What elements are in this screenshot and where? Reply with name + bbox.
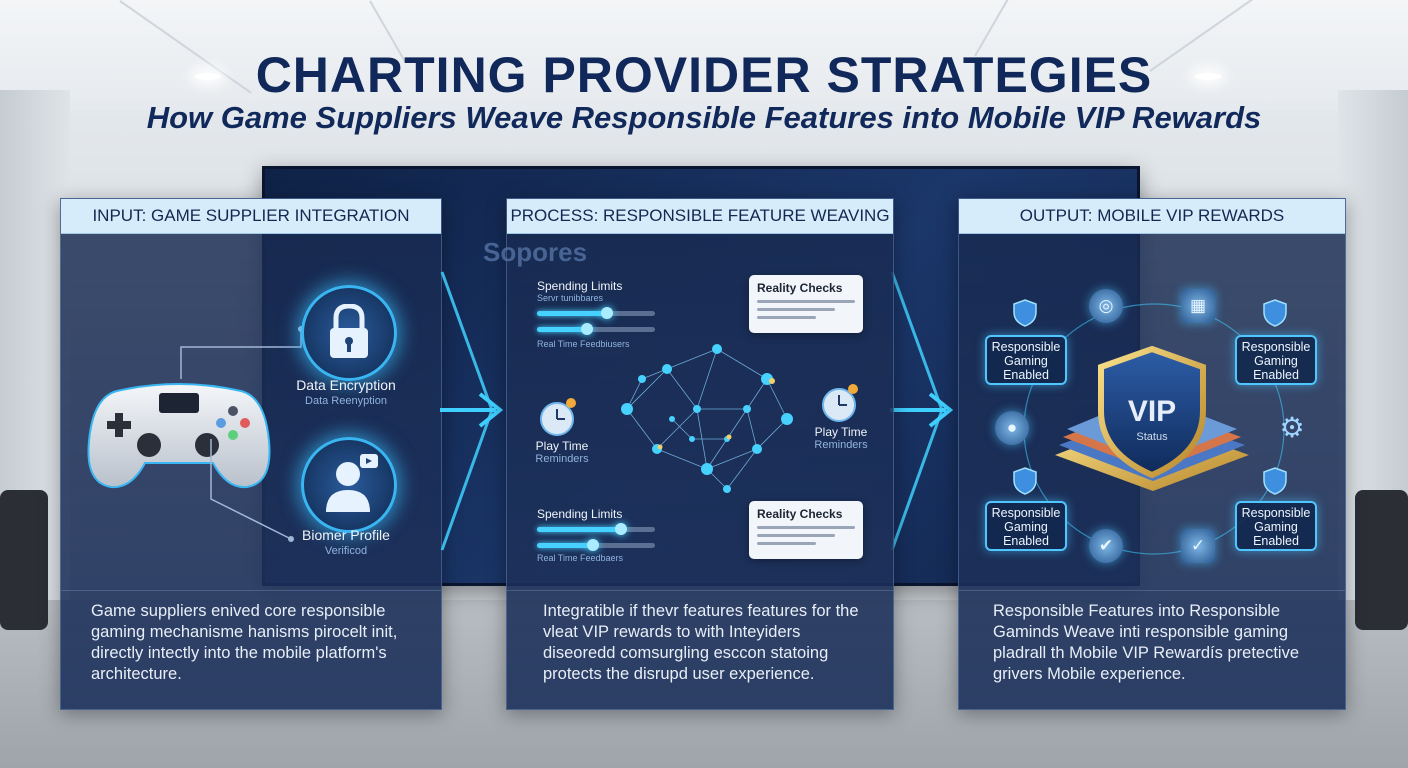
- office-chair: [0, 490, 48, 630]
- arrow-input-to-process: [440, 270, 510, 560]
- spending-limits-bottom-label: Spending Limits: [537, 507, 622, 521]
- check-box-icon: ✓: [1181, 529, 1215, 563]
- output-divider: [959, 590, 1345, 591]
- target-icon: ◎: [1089, 289, 1123, 323]
- play-time-right-label: Play Time: [791, 425, 891, 439]
- spending-slider-3[interactable]: [537, 527, 655, 532]
- calendar-icon: ▦: [1181, 289, 1215, 323]
- reality-check-top-title: Reality Checks: [757, 281, 855, 295]
- user-icon: ●: [995, 411, 1029, 445]
- input-divider: [61, 590, 441, 591]
- clock-icon: [821, 383, 861, 423]
- play-time-left-sub: Reminders: [507, 453, 617, 465]
- process-panel: PROCESS: RESPONSIBLE FEATURE WEAVING Sop…: [506, 198, 894, 710]
- profile-sublabel: Verificod: [261, 545, 431, 557]
- page-title: CHARTING PROVIDER STRATEGIES: [0, 46, 1408, 104]
- output-description: Responsible Features into Responsible Ga…: [993, 601, 1317, 687]
- play-time-right-sub: Reminders: [791, 439, 891, 451]
- lock-icon: [328, 304, 370, 360]
- encryption-label: Data Encryption: [261, 377, 431, 393]
- rg-badge-bottom-right: Responsible Gaming Enabled: [1235, 501, 1317, 551]
- realtime-bottom-label: Real Time Feedbaers: [537, 553, 623, 563]
- spending-limits-top-label: Spending Limits: [537, 279, 622, 293]
- rg-badge-bottom-left: Responsible Gaming Enabled: [985, 501, 1067, 551]
- vip-status-label: Status: [1109, 431, 1195, 443]
- encryption-node: [301, 285, 397, 381]
- page-subtitle: How Game Suppliers Weave Responsible Fea…: [0, 100, 1408, 136]
- profile-label: Biomer Profile: [261, 527, 431, 543]
- output-panel-header: OUTPUT: MOBILE VIP REWARDS: [959, 199, 1345, 234]
- user-profile-icon: [322, 454, 378, 516]
- reality-check-bottom-card: Reality Checks: [749, 501, 863, 559]
- shield-icon: [1263, 467, 1287, 495]
- input-panel: INPUT: GAME SUPPLIER INTEGRATION: [60, 198, 442, 710]
- process-panel-header: PROCESS: RESPONSIBLE FEATURE WEAVING: [507, 199, 893, 234]
- spending-limits-top-sub: Servr tunibbares: [537, 293, 603, 303]
- arrow-process-to-output: [890, 270, 960, 560]
- shield-icon: [1013, 467, 1037, 495]
- clock-icon: [539, 397, 579, 437]
- encryption-sublabel: Data Reenyption: [261, 395, 431, 407]
- reality-check-bottom-title: Reality Checks: [757, 507, 855, 521]
- process-divider: [507, 590, 893, 591]
- play-time-left-label: Play Time: [507, 439, 617, 453]
- screen-word: Sopores: [483, 237, 587, 268]
- input-description: Game suppliers enived core responsible g…: [91, 601, 413, 687]
- input-panel-header: INPUT: GAME SUPPLIER INTEGRATION: [61, 199, 441, 234]
- process-description: Integratible if thevr features features …: [543, 601, 865, 687]
- shield-icon: [1263, 299, 1287, 327]
- brain-network-icon: [597, 319, 807, 509]
- spending-slider-1[interactable]: [537, 311, 655, 316]
- output-panel: OUTPUT: MOBILE VIP REWARDS Responsible G…: [958, 198, 1346, 710]
- profile-node: [301, 437, 397, 533]
- vip-label: VIP: [1109, 395, 1195, 429]
- spending-slider-4[interactable]: [537, 543, 655, 548]
- gear-icon: ⚙: [1275, 411, 1309, 445]
- checkmark-icon: ✔: [1089, 529, 1123, 563]
- shield-icon: [1013, 299, 1037, 327]
- office-chair: [1355, 490, 1408, 630]
- connector-lines: [171, 309, 311, 609]
